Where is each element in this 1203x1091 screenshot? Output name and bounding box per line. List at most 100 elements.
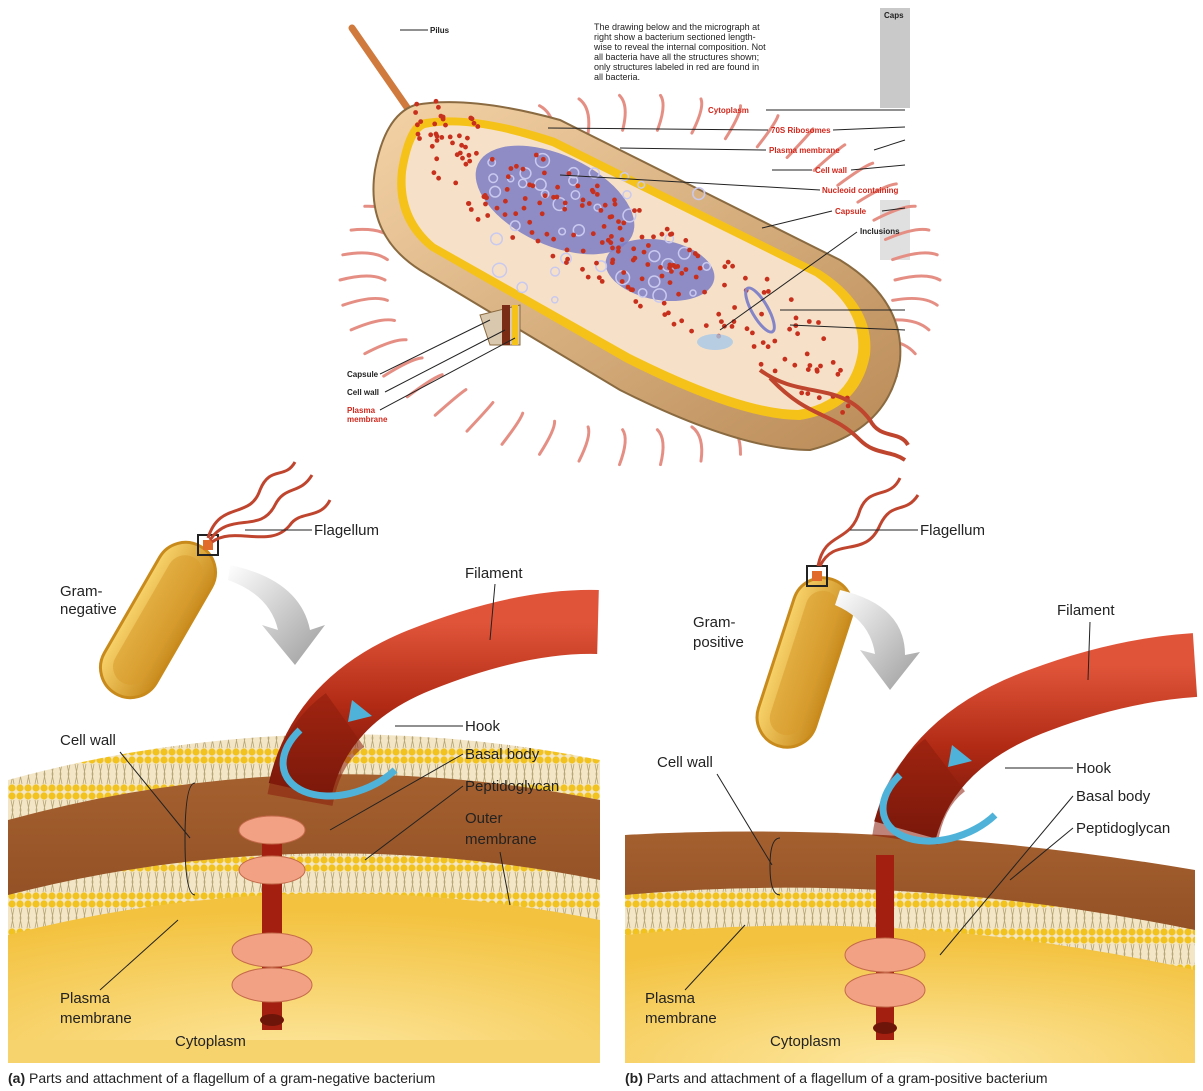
ribosome-dot: [465, 136, 470, 141]
ribosome-dot: [645, 262, 650, 267]
ribosome-dot: [660, 232, 665, 237]
ribosome-dot: [807, 319, 812, 324]
micrograph-image: [880, 8, 910, 108]
ribosome-dot: [704, 323, 709, 328]
ribosome-dot: [523, 196, 528, 201]
ribosome-dot: [684, 267, 689, 272]
ribosome-dot: [483, 193, 488, 198]
ribosome-dot: [762, 290, 767, 295]
basal-disc-3: [232, 933, 312, 967]
ribosome-dot: [610, 246, 615, 251]
ribosome-dot: [432, 122, 437, 127]
fimbria: [620, 95, 626, 130]
ribosome-dot: [551, 254, 556, 259]
label-peptidoglycan-b: Peptidoglycan: [1076, 820, 1170, 837]
label-cell-wall-b: Cell wall: [657, 754, 713, 771]
ribosome-dot: [792, 363, 797, 368]
label-cytoplasm-a: Cytoplasm: [175, 1033, 246, 1050]
label-cytoplasm-b: Cytoplasm: [770, 1033, 841, 1050]
basal-disc-1: [239, 816, 305, 844]
ribosome-dot: [466, 201, 471, 206]
ribosome-dot: [571, 233, 576, 238]
basal-disc-2: [239, 856, 305, 884]
fimbria: [351, 320, 394, 330]
fimbria: [467, 403, 493, 432]
ribosome-dot: [836, 372, 841, 377]
basal-disc-1: [845, 938, 925, 972]
ribosome-dot: [595, 192, 600, 197]
ribosome-dot: [490, 157, 495, 162]
ribosome-dot: [665, 227, 670, 232]
ribosome-dot: [536, 239, 541, 244]
intro-text-box: The drawing below and the micrograph at …: [585, 16, 850, 88]
ribosome-dot: [637, 208, 642, 213]
ribosome-dot: [530, 230, 535, 235]
ribosome-dot: [759, 312, 764, 317]
ribosome-dot: [773, 369, 778, 374]
label-gram-a-1: Gram-: [60, 583, 103, 600]
ribosome-dot: [668, 232, 673, 237]
intro-line-2: right show a bacterium sectioned length-: [594, 32, 756, 42]
ribosome-dot: [521, 167, 526, 172]
ribosome-dot: [510, 235, 515, 240]
ribosome-dot: [743, 276, 748, 281]
ribosome-dot: [676, 292, 681, 297]
ribosome-dot: [610, 260, 615, 265]
fimbria: [895, 276, 940, 280]
ribosome-dot: [417, 136, 422, 141]
ribosome-dot: [565, 248, 570, 253]
ribosome-dot: [434, 132, 439, 137]
ribosome-dot: [527, 220, 532, 225]
ribosome-dot: [815, 369, 820, 374]
label-ribosomes: 70S Ribosomes: [771, 126, 831, 135]
label-outer-a-2: membrane: [465, 831, 537, 848]
ribosome-dot: [439, 135, 444, 140]
label-capsule: Capsule: [835, 207, 867, 216]
ribosome-dot: [581, 198, 586, 203]
ribosome-dot: [495, 206, 500, 211]
label-micrograph-capsule: Caps: [884, 11, 904, 20]
ribosome-dot: [436, 105, 441, 110]
ribosome-dot: [626, 285, 631, 290]
fimbria: [692, 99, 702, 133]
ribosome-dot: [683, 238, 688, 243]
ribosome-dot: [618, 226, 623, 231]
ribosome-dot: [745, 326, 750, 331]
ribosome-dot: [435, 138, 440, 143]
ribosome-dot: [658, 265, 663, 270]
ribosome-dot: [455, 152, 460, 157]
ribosome-dot: [806, 367, 811, 372]
ribosome-dot: [795, 331, 800, 336]
ribosome-dot: [671, 263, 676, 268]
ribosome-dot: [464, 162, 469, 167]
ribosome-dot: [414, 102, 419, 107]
label-hook-a: Hook: [465, 718, 501, 735]
ribosome-dot: [599, 208, 604, 213]
zoom-arrow: [228, 565, 325, 665]
ribosome-dot: [632, 208, 637, 213]
ribosome-dot: [805, 352, 810, 357]
intro-line-4: all bacteria have all the structures sho…: [594, 52, 759, 62]
ribosome-dot: [467, 159, 472, 164]
label-cytoplasm: Cytoplasm: [708, 106, 749, 115]
ribosome-dot: [542, 171, 547, 176]
ribosome-dot: [537, 201, 542, 206]
ribosome-dot: [522, 206, 527, 211]
label-plasma-b-2: membrane: [645, 1010, 717, 1027]
ribosome-dot: [772, 339, 777, 344]
fimbria: [384, 358, 422, 376]
ribosome-dot: [513, 211, 518, 216]
ribosome-dot: [460, 156, 465, 161]
fimbria: [579, 427, 589, 461]
ribosome-dot: [630, 287, 635, 292]
zoom-arrow: [835, 590, 920, 690]
label-filament-a: Filament: [465, 565, 523, 582]
ribosome-dot: [587, 201, 592, 206]
ribosome-dot: [730, 324, 735, 329]
ribosome-dot: [679, 271, 684, 276]
fimbria: [540, 421, 555, 454]
ribosome-dot: [457, 133, 462, 138]
ribosome-dot: [470, 116, 475, 121]
ribosome-dot: [509, 166, 514, 171]
ribosome-dot: [503, 199, 508, 204]
